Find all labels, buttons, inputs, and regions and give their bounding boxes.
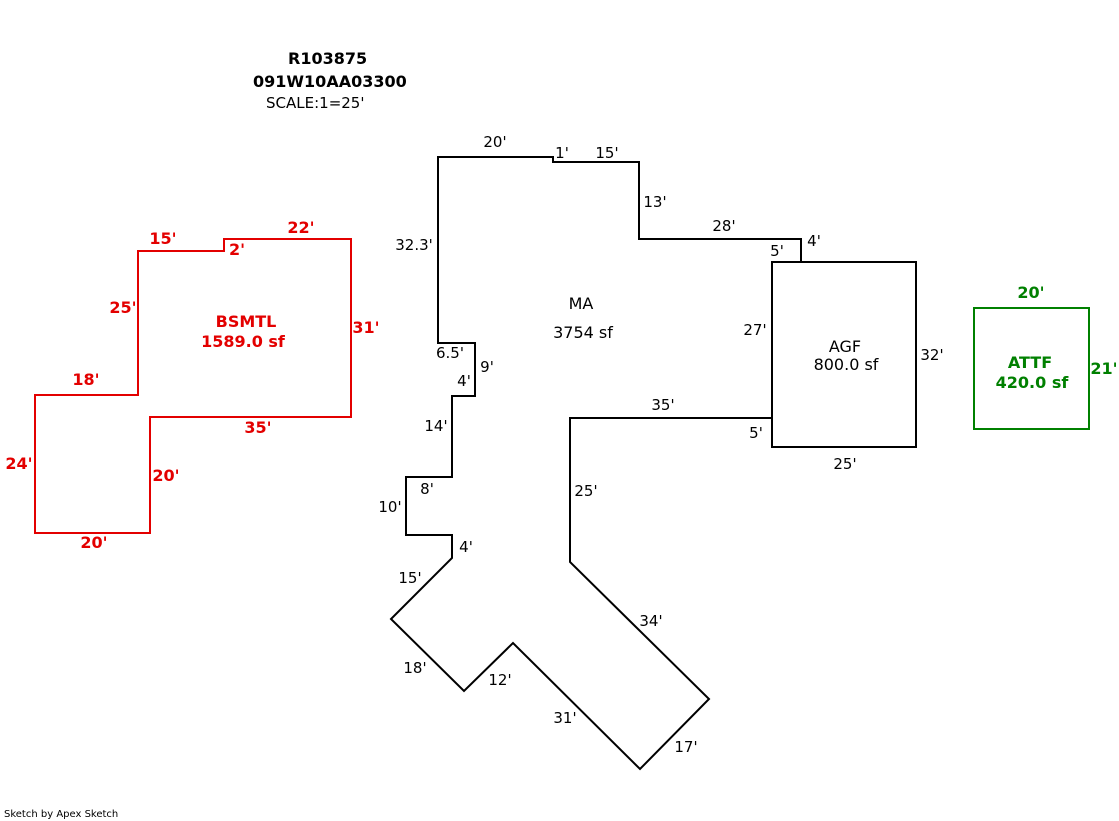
ma-dim-label: 17': [674, 738, 697, 756]
bsmtl-dim-label: 25': [109, 298, 136, 317]
agf-area-code: AGF: [829, 337, 861, 356]
ma-dim-label: 4': [457, 372, 471, 390]
bsmtl-area-size: 1589.0 sf: [201, 332, 286, 351]
bsmtl-dim-label: 20': [80, 533, 107, 552]
ma-dim-label: 27': [743, 321, 766, 339]
bsmtl-dim-label: 22': [287, 218, 314, 237]
bsmtl-dim-label: 15': [149, 229, 176, 248]
bsmtl-dim-label: 35': [244, 418, 271, 437]
ma-dim-label: 8': [420, 480, 434, 498]
agf-area-size: 800.0 sf: [814, 355, 879, 374]
bsmtl-outline: [34, 238, 352, 534]
ma-dim-label: 15': [595, 144, 618, 162]
ma-dim-label: 25': [574, 482, 597, 500]
sketch-credit: Sketch by Apex Sketch: [4, 809, 119, 820]
ma-dim-label: 6.5': [436, 344, 464, 362]
agf-outline: [771, 261, 917, 448]
ma-area-code: MA: [569, 294, 594, 313]
ma-dim-label: 5': [770, 242, 784, 260]
agf-dim-label: 32': [920, 346, 943, 364]
account-number: R103875: [288, 49, 368, 68]
bsmtl-dim-label: 24': [5, 454, 32, 473]
scale-label: SCALE:1=25': [266, 94, 365, 112]
bsmtl-dim-label: 31': [352, 318, 379, 337]
ma-dim-label: 14': [424, 417, 447, 435]
ma-dim-label: 32.3': [395, 236, 433, 254]
ma-dim-label: 5': [749, 424, 763, 442]
bsmtl-area-code: BSMTL: [216, 312, 277, 331]
attf-outline: [973, 307, 1090, 430]
ma-dim-label: 12': [488, 671, 511, 689]
ma-dim-label: 15': [398, 569, 421, 587]
ma-dim-label: 20': [483, 133, 506, 151]
ma-dim-label: 34': [639, 612, 662, 630]
ma-dim-label: 35': [651, 396, 674, 414]
ma-dim-label: 28': [712, 217, 735, 235]
attf-dim-label: 20': [1017, 283, 1044, 302]
bsmtl-dim-label: 2': [229, 240, 245, 259]
ma-outline: [389, 156, 802, 771]
ma-dim-label: 4': [459, 538, 473, 556]
ma-dim-label: 13': [643, 193, 666, 211]
ma-dim-label: 10': [378, 498, 401, 516]
agf-dim-label: 25': [833, 455, 856, 473]
map-lot-number: 091W10AA03300: [253, 72, 407, 91]
ma-dim-label: 1': [555, 144, 569, 162]
ma-dim-label: 9': [480, 358, 494, 376]
ma-dim-label: 4': [807, 232, 821, 250]
attf-area-size: 420.0 sf: [996, 373, 1070, 392]
bsmtl-dim-label: 20': [152, 466, 179, 485]
ma-dim-label: 18': [403, 659, 426, 677]
bsmtl-dim-label: 18': [72, 370, 99, 389]
attf-area-code: ATTF: [1008, 353, 1052, 372]
attf-dim-label: 21': [1090, 359, 1117, 378]
ma-area-size: 3754 sf: [553, 323, 613, 342]
ma-dim-label: 31': [553, 709, 576, 727]
